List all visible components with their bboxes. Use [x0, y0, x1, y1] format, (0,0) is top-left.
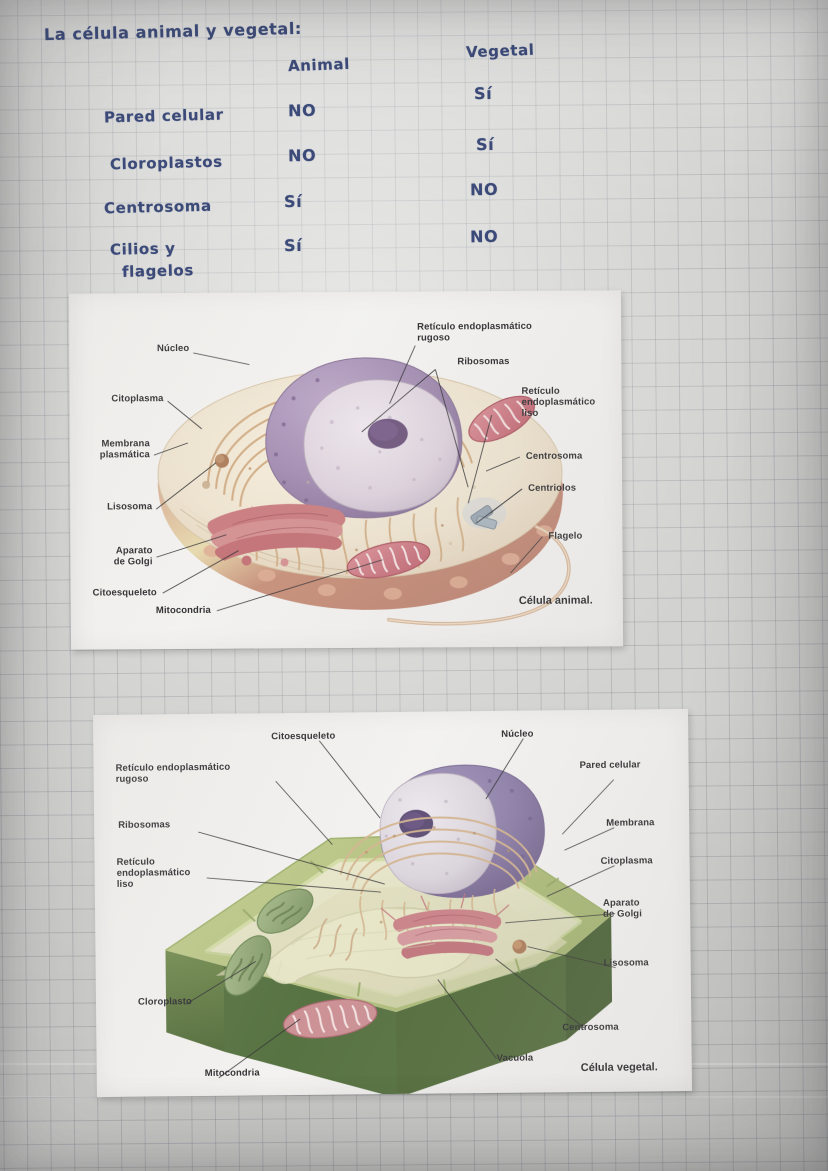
animal-cell-cutout: Núcleo Citoplasma Membrana plasmática Li…	[68, 290, 624, 650]
plant-cell-cutout: Citoesqueleto Núcleo Retículo endoplasmá…	[93, 708, 692, 1098]
paper-fold-line	[0, 1096, 828, 1098]
plant-cell-illustration	[165, 738, 616, 1098]
animal-cell-illustration	[153, 345, 571, 626]
